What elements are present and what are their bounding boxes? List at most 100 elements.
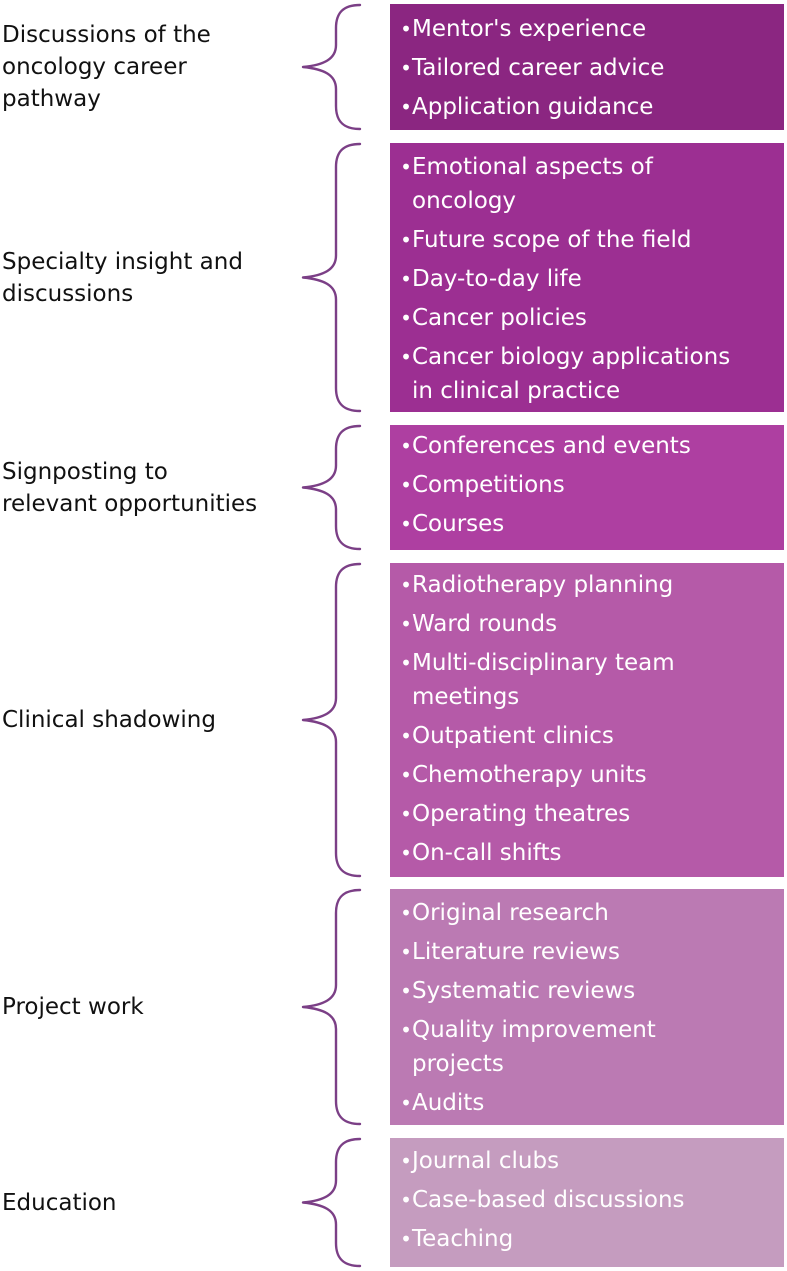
list-item: •Audits <box>400 1086 784 1120</box>
bullet-icon: • <box>400 228 412 252</box>
list-item: •Chemotherapy units <box>400 758 784 792</box>
category-label: Clinical shadowing <box>2 704 297 736</box>
category-label-line: oncology career <box>2 54 187 80</box>
list-item: •Systematic reviews <box>400 974 784 1008</box>
bullet-icon: • <box>400 763 412 787</box>
list-item: •Courses <box>400 507 784 541</box>
bullet-icon: • <box>400 306 412 330</box>
bullet-icon: • <box>400 512 412 536</box>
bullet-icon: • <box>400 1149 412 1173</box>
list-item-text: Journal clubs <box>412 1148 560 1174</box>
bullet-icon: • <box>400 612 412 636</box>
list-item-text: Teaching <box>412 1226 514 1252</box>
list-item-text: Application guidance <box>412 94 654 120</box>
curly-brace-path <box>301 3 362 131</box>
bullet-icon: • <box>400 651 412 675</box>
curly-brace-path <box>301 562 362 878</box>
category-items-box: •Journal clubs•Case-based discussions•Te… <box>390 1138 784 1267</box>
curly-brace-path <box>301 424 362 551</box>
list-item-text: Tailored career advice <box>412 55 665 81</box>
list-item-text: Operating theatres <box>412 801 631 827</box>
list-item: •Application guidance <box>400 90 784 124</box>
curly-brace-icon <box>301 3 362 131</box>
list-item: •Tailored career advice <box>400 51 784 85</box>
list-item: •Emotional aspects of oncology <box>400 150 784 218</box>
list-item: •Multi-disciplinary team meetings <box>400 646 784 714</box>
curly-brace-icon <box>301 1137 362 1268</box>
list-item-text: Literature reviews <box>412 939 620 965</box>
curly-brace-icon <box>301 142 362 413</box>
list-item: •Conferences and events <box>400 429 784 463</box>
list-item: •Future scope of the field <box>400 223 784 257</box>
list-item: •Radiotherapy planning <box>400 568 784 602</box>
category-label-line: relevant opportunities <box>2 490 258 517</box>
category-row: Education•Journal clubs•Case-based discu… <box>0 1137 787 1268</box>
list-item-text: Multi-disciplinary team meetings <box>412 650 675 710</box>
category-label-line: Education <box>2 1189 117 1216</box>
list-item-text: Chemotherapy units <box>412 762 647 788</box>
bullet-icon: • <box>400 345 412 369</box>
bullet-icon: • <box>400 979 412 1003</box>
bullet-icon: • <box>400 1018 412 1042</box>
category-items-box: •Emotional aspects of oncology•Future sc… <box>390 143 784 412</box>
bullet-icon: • <box>400 841 412 865</box>
list-item: •Operating theatres <box>400 797 784 831</box>
curly-brace-path <box>301 1137 362 1268</box>
bullet-icon: • <box>400 155 412 179</box>
category-label-line: Signposting to <box>2 458 168 485</box>
category-label-line: Clinical shadowing <box>2 707 216 733</box>
category-items-box: •Conferences and events•Competitions•Cou… <box>390 425 784 550</box>
list-item-text: Original research <box>412 900 609 926</box>
category-row: Project work•Original research•Literatur… <box>0 888 787 1126</box>
category-label: Project work <box>2 991 297 1023</box>
bullet-icon: • <box>400 573 412 597</box>
list-item-text: Cancer biology applications in clinical … <box>412 344 731 404</box>
list-item-text: Mentor's experience <box>412 16 647 42</box>
bullet-icon: • <box>400 901 412 925</box>
list-item: •Case-based discussions <box>400 1183 784 1217</box>
category-items-box: •Original research•Literature reviews•Sy… <box>390 889 784 1125</box>
category-label: Education <box>2 1187 297 1219</box>
list-item-text: Radiotherapy planning <box>412 572 674 598</box>
category-items-box: •Mentor's experience•Tailored career adv… <box>390 4 784 130</box>
bullet-icon: • <box>400 95 412 119</box>
list-item-text: Outpatient clinics <box>412 723 614 749</box>
curly-brace-icon <box>301 888 362 1126</box>
list-item-text: Day-to-day life <box>412 266 582 292</box>
list-item: •Outpatient clinics <box>400 719 784 753</box>
category-items-box: •Radiotherapy planning•Ward rounds•Multi… <box>390 563 784 877</box>
category-label-line: Project work <box>2 994 144 1020</box>
list-item: •Journal clubs <box>400 1144 784 1178</box>
category-label-line: pathway <box>2 86 101 112</box>
list-item-text: Systematic reviews <box>412 978 636 1004</box>
bullet-icon: • <box>400 434 412 458</box>
bullet-icon: • <box>400 56 412 80</box>
curly-brace-path <box>301 142 362 413</box>
list-item-text: Cancer policies <box>412 305 587 331</box>
list-item: •Cancer biology applications in clinical… <box>400 340 784 408</box>
bullet-icon: • <box>400 724 412 748</box>
category-row: Signposting to relevant opportunities •Con… <box>0 424 787 551</box>
list-item-text: Emotional aspects of oncology <box>412 154 653 214</box>
bullet-icon: • <box>400 1188 412 1212</box>
list-item-text: Future scope of the field <box>412 227 692 253</box>
list-item: •Mentor's experience <box>400 12 784 46</box>
category-label-line: Discussions of the <box>2 22 211 48</box>
curly-brace-path <box>301 888 362 1126</box>
category-label: Signposting to relevant opportunities <box>2 456 297 520</box>
category-row: Discussions of the oncology career pathway… <box>0 3 787 131</box>
category-label-line: Specialty insight and <box>2 248 243 275</box>
list-item-text: Quality improvement projects <box>412 1017 656 1077</box>
bullet-icon: • <box>400 1227 412 1251</box>
bullet-icon: • <box>400 1091 412 1115</box>
list-item: •Competitions <box>400 468 784 502</box>
list-item: •Quality improvement projects <box>400 1013 784 1081</box>
curly-brace-icon <box>301 424 362 551</box>
bullet-icon: • <box>400 267 412 291</box>
list-item-text: Competitions <box>412 472 565 498</box>
list-item-text: Ward rounds <box>412 611 558 637</box>
category-label: Discussions of the oncology career pathway <box>2 19 297 115</box>
list-item-text: Audits <box>412 1090 485 1116</box>
